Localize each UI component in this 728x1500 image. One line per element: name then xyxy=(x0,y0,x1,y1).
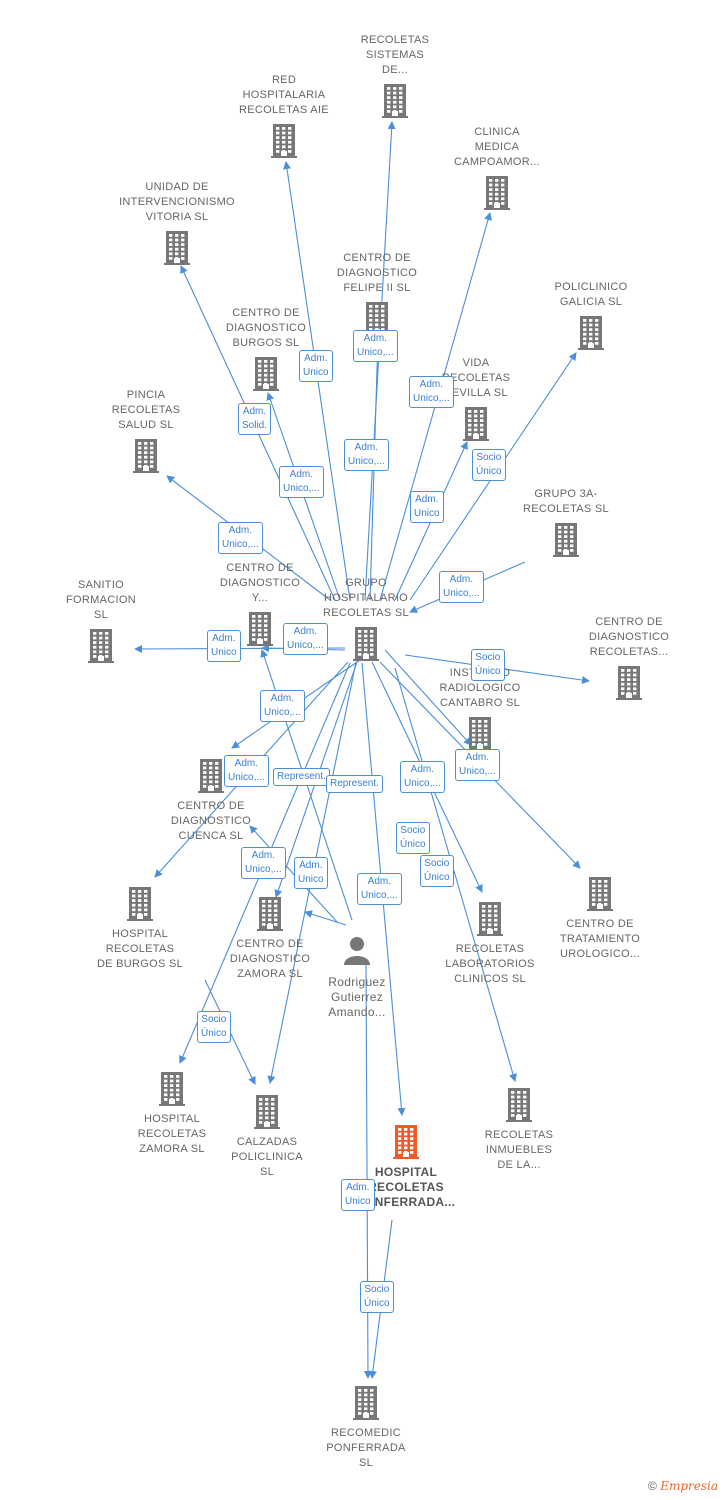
building-icon xyxy=(393,1125,419,1164)
building-icon xyxy=(257,897,283,936)
node-label: PINCIA RECOLETAS SALUD SL xyxy=(111,389,181,431)
building-icon xyxy=(616,666,642,705)
relation-label[interactable]: Socio Único xyxy=(396,822,430,854)
building-icon xyxy=(133,439,159,478)
building-icon xyxy=(463,407,489,446)
node-label: VIDA RECOLETAS SEVILLA SL xyxy=(441,357,511,399)
node-label: CENTRO DE DIAGNOSTICO Y... xyxy=(219,562,301,604)
node-label: RECOLETAS LABORATORIOS CLINICOS SL xyxy=(445,943,535,985)
node-label: HOSPITAL RECOLETAS DE BURGOS SL xyxy=(96,928,184,970)
node-label: CENTRO DE DIAGNOSTICO BURGOS SL xyxy=(225,307,307,349)
building-icon xyxy=(578,316,604,355)
building-icon xyxy=(477,902,503,941)
node-label: RED HOSPITALARIA RECOLETAS AIE xyxy=(239,74,329,116)
node-label: HOSPITAL RECOLETAS ZAMORA SL xyxy=(137,1113,207,1155)
building-icon xyxy=(253,357,279,396)
building-icon xyxy=(484,176,510,215)
relation-label[interactable]: Adm. Unico,... xyxy=(241,847,286,879)
node-label: Rodriguez Gutierrez Amando... xyxy=(328,975,386,1019)
person-icon xyxy=(342,935,372,970)
node-label: CENTRO DE DIAGNOSTICO ZAMORA SL xyxy=(229,938,311,980)
relation-label[interactable]: Socio Único xyxy=(197,1011,231,1043)
node-label: CENTRO DE DIAGNOSTICO FELIPE II SL xyxy=(336,252,418,294)
relation-label[interactable]: Socio Único xyxy=(360,1281,394,1313)
building-icon xyxy=(164,231,190,270)
relation-label[interactable]: Socio Único xyxy=(471,649,505,681)
relation-label[interactable]: Adm. Unico,... xyxy=(409,376,454,408)
node-label: RECOMEDIC PONFERRADA SL xyxy=(326,1427,406,1469)
building-icon xyxy=(382,84,408,123)
relation-label[interactable]: Adm. Unico,... xyxy=(344,439,389,471)
relation-label[interactable]: Socio Único xyxy=(420,855,454,887)
relation-label[interactable]: Adm. Solid. xyxy=(238,403,272,435)
relation-label[interactable]: Adm. Unico xyxy=(299,350,333,382)
node-label: SANITIO FORMACION SL xyxy=(66,579,136,621)
relation-label[interactable]: Adm. Unico,... xyxy=(455,749,500,781)
node-label: POLICLINICO GALICIA SL xyxy=(554,281,628,308)
node-label: GRUPO HOSPITALARIO RECOLETAS SL xyxy=(323,577,409,619)
node-label: CENTRO DE DIAGNOSTICO CUENCA SL xyxy=(170,800,252,842)
relation-edge xyxy=(304,910,347,926)
footer-brand: © Empresia xyxy=(648,1479,718,1493)
node-label: CENTRO DE TRATAMIENTO UROLOGICO... xyxy=(559,918,641,960)
node-label: RECOLETAS INMUEBLES DE LA... xyxy=(484,1129,554,1171)
node-label: CLINICA MEDICA CAMPOAMOR... xyxy=(453,126,541,168)
relation-label[interactable]: Adm. Unico xyxy=(294,857,328,889)
relation-label[interactable]: Adm. Unico,... xyxy=(279,466,324,498)
relation-label[interactable]: Adm. Unico,... xyxy=(283,623,328,655)
relation-label[interactable]: Represent. xyxy=(273,768,330,786)
relation-label[interactable]: Adm. Unico,... xyxy=(400,761,445,793)
relation-label[interactable]: Adm. Unico xyxy=(410,491,444,523)
relation-label[interactable]: Adm. Unico,... xyxy=(260,690,305,722)
relation-edge xyxy=(384,649,472,746)
building-icon xyxy=(247,612,273,651)
brand-name: Empresia xyxy=(660,1479,718,1493)
relation-label[interactable]: Adm. Unico,... xyxy=(357,873,402,905)
building-icon xyxy=(353,627,379,666)
relation-label[interactable]: Socio Único xyxy=(472,449,506,481)
relation-label[interactable]: Adm. Unico xyxy=(207,630,241,662)
relation-label[interactable]: Adm. Unico,... xyxy=(218,522,263,554)
building-icon xyxy=(353,1386,379,1425)
building-icon xyxy=(271,124,297,163)
relation-label[interactable]: Adm. Unico,... xyxy=(439,571,484,603)
node-label: RECOLETAS SISTEMAS DE... xyxy=(360,34,430,76)
copyright-symbol: © xyxy=(648,1479,657,1493)
relation-label[interactable]: Adm. Unico,... xyxy=(353,330,398,362)
building-icon xyxy=(254,1095,280,1134)
relation-label[interactable]: Adm. Unico,... xyxy=(224,755,269,787)
building-icon xyxy=(587,877,613,916)
node-label: UNIDAD DE INTERVENCIONISMO VITORIA SL xyxy=(119,181,235,223)
building-icon xyxy=(159,1072,185,1111)
building-icon xyxy=(198,759,224,798)
node-label: CENTRO DE DIAGNOSTICO RECOLETAS... xyxy=(588,616,670,658)
node-label: CALZADAS POLICLINICA SL xyxy=(231,1136,303,1178)
relation-label[interactable]: Adm. Unico xyxy=(341,1179,375,1211)
node-label: HOSPITAL RECOLETAS PONFERRADA... xyxy=(356,1165,456,1209)
node-label: GRUPO 3A- RECOLETAS SL xyxy=(523,488,609,515)
building-icon xyxy=(553,523,579,562)
relation-edge xyxy=(394,667,517,1082)
building-icon xyxy=(88,629,114,668)
relation-label[interactable]: Represent. xyxy=(326,775,383,793)
building-icon xyxy=(506,1088,532,1127)
building-icon xyxy=(127,887,153,926)
